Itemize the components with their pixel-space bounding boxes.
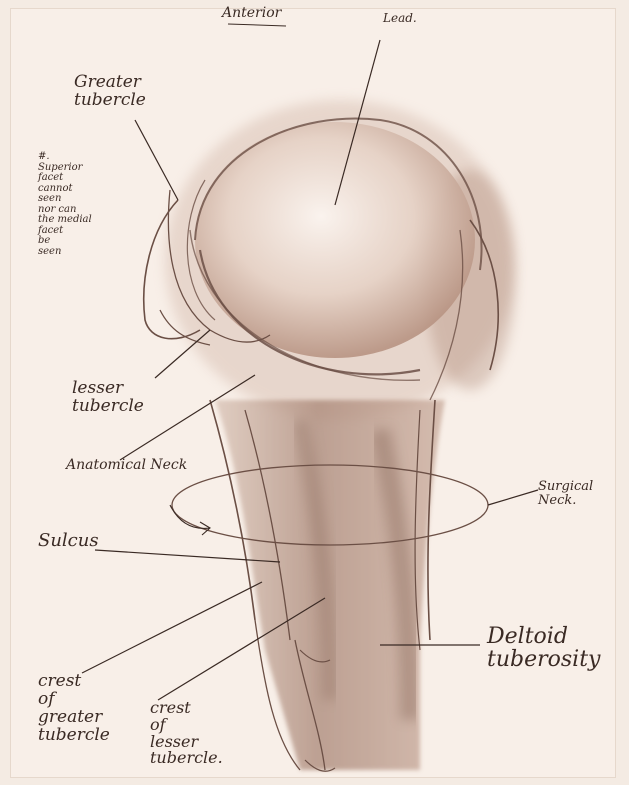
crest-greater-leader-line: [82, 582, 262, 673]
note-label: #. Superior facet cannot seen nor can th…: [38, 152, 92, 257]
surgical-neck-label: Surgical Neck.: [538, 480, 593, 507]
sulcus-label: Sulcus: [38, 532, 99, 551]
crest-lesser-tubercle-label: crest of lesser tubercle.: [150, 700, 223, 767]
lesser-tubercle-label: lesser tubercle: [72, 380, 144, 416]
anatomical-neck-label: Anatomical Neck: [66, 458, 187, 473]
greater-tubercle-leader-line: [135, 120, 178, 200]
crest-greater-tubercle-label: crest of greater tubercle: [38, 673, 110, 744]
anterior-underline: [228, 24, 286, 26]
surgical-neck-leader-line: [488, 490, 538, 505]
anatomical-neck-arrow: [170, 505, 210, 535]
head-label: Lead.: [383, 12, 417, 25]
greater-tubercle-label: Greater tubercle: [74, 74, 146, 110]
anterior-label: Anterior: [222, 6, 281, 21]
deltoid-tuberosity-label: Deltoid tuberosity: [487, 625, 600, 671]
